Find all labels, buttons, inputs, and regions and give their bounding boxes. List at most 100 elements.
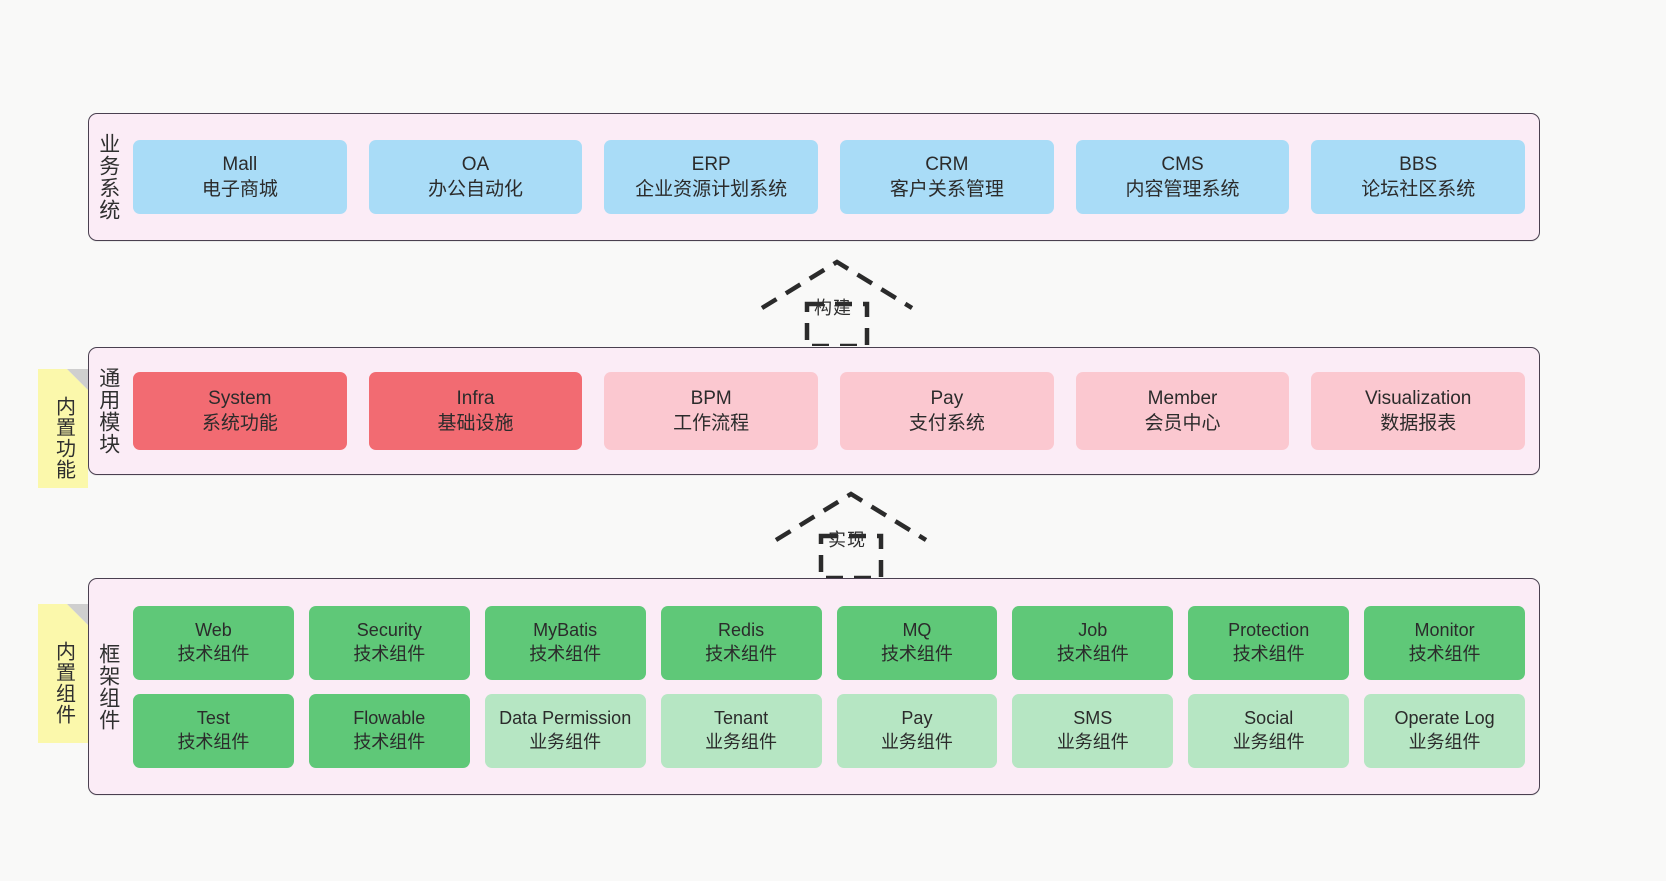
node-test[interactable]: Test 技术组件 xyxy=(133,693,294,768)
node-crm[interactable]: CRM 客户关系管理 xyxy=(840,140,1054,214)
node-title: BPM xyxy=(690,387,732,409)
node-subtitle: 技术组件 xyxy=(880,643,953,664)
node-pay-module[interactable]: Pay 支付系统 xyxy=(840,372,1054,450)
node-title: Job xyxy=(1078,619,1108,640)
node-title: ERP xyxy=(691,153,731,175)
node-subtitle: 技术组件 xyxy=(1056,643,1129,664)
node-operate-log[interactable]: Operate Log 业务组件 xyxy=(1364,693,1525,768)
node-subtitle: 技术组件 xyxy=(529,643,602,664)
node-flowable[interactable]: Flowable 技术组件 xyxy=(308,693,470,768)
node-web[interactable]: Web 技术组件 xyxy=(133,605,294,680)
node-infra[interactable]: Infra 基础设施 xyxy=(368,372,583,450)
node-subtitle: 企业资源计划系统 xyxy=(635,179,788,200)
node-security[interactable]: Security 技术组件 xyxy=(308,605,470,680)
node-title: Web xyxy=(195,619,232,640)
node-subtitle: 数据报表 xyxy=(1380,413,1457,434)
node-subtitle: 技术组件 xyxy=(353,643,426,664)
node-erp[interactable]: ERP 企业资源计划系统 xyxy=(604,140,819,214)
node-job[interactable]: Job 技术组件 xyxy=(1012,605,1174,680)
node-title: BBS xyxy=(1399,153,1438,175)
note-fold-corner-icon xyxy=(67,369,88,390)
node-subtitle: 会员中心 xyxy=(1144,413,1221,434)
node-title: OA xyxy=(461,153,490,175)
node-redis[interactable]: Redis 技术组件 xyxy=(660,605,822,680)
note-label: 内置组件 xyxy=(52,640,75,725)
node-bpm[interactable]: BPM 工作流程 xyxy=(604,372,819,450)
note-builtin-features: 内置功能 xyxy=(38,369,88,488)
node-title: Pay xyxy=(930,387,964,409)
node-title: SMS xyxy=(1073,707,1113,728)
node-subtitle: 论坛社区系统 xyxy=(1361,179,1476,200)
node-subtitle: 技术组件 xyxy=(177,731,250,752)
section-business-systems: 业务系统 Mall 电子商城 OA 办公自动化 ERP 企业资源计划系统 CRM… xyxy=(88,113,1540,241)
node-subtitle: 支付系统 xyxy=(908,413,985,434)
node-tenant[interactable]: Tenant 业务组件 xyxy=(660,693,822,768)
node-pay-component[interactable]: Pay 业务组件 xyxy=(836,693,998,768)
node-subtitle: 电子商城 xyxy=(201,179,278,200)
node-subtitle: 客户关系管理 xyxy=(889,179,1004,200)
row-business-systems: Mall 电子商城 OA 办公自动化 ERP 企业资源计划系统 CRM 客户关系… xyxy=(133,140,1526,214)
node-protection[interactable]: Protection 技术组件 xyxy=(1188,605,1350,680)
node-subtitle: 业务组件 xyxy=(705,731,778,752)
node-title: Infra xyxy=(456,387,495,409)
node-cms[interactable]: CMS 内容管理系统 xyxy=(1075,140,1290,214)
node-title: System xyxy=(208,387,272,409)
node-title: Security xyxy=(356,619,422,640)
node-title: Data Permission xyxy=(499,707,632,728)
section-body-business-systems: Mall 电子商城 OA 办公自动化 ERP 企业资源计划系统 CRM 客户关系… xyxy=(127,114,1539,240)
node-subtitle: 业务组件 xyxy=(1056,731,1129,752)
node-title: Protection xyxy=(1228,619,1310,640)
node-monitor[interactable]: Monitor 技术组件 xyxy=(1364,605,1525,680)
node-mq[interactable]: MQ 技术组件 xyxy=(836,605,998,680)
section-common-modules: 通用模块 System 系统功能 Infra 基础设施 BPM 工作流程 Pay… xyxy=(88,347,1540,475)
node-subtitle: 系统功能 xyxy=(201,413,278,434)
node-title: CRM xyxy=(925,153,969,175)
connector-label-build: 构建 xyxy=(814,298,852,318)
node-title: Visualization xyxy=(1365,387,1472,409)
dashed-generalization-arrow-icon xyxy=(774,491,928,581)
node-subtitle: 办公自动化 xyxy=(428,179,524,200)
node-subtitle: 技术组件 xyxy=(705,643,778,664)
node-title: Social xyxy=(1244,707,1294,728)
node-title: Monitor xyxy=(1414,619,1475,640)
node-visualization[interactable]: Visualization 数据报表 xyxy=(1311,372,1526,450)
node-title: MQ xyxy=(902,619,932,640)
node-member[interactable]: Member 会员中心 xyxy=(1075,372,1290,450)
node-title: Test xyxy=(196,707,230,728)
node-mybatis[interactable]: MyBatis 技术组件 xyxy=(484,605,646,680)
node-mall[interactable]: Mall 电子商城 xyxy=(133,140,347,214)
section-title-framework-components: 框架组件 xyxy=(96,642,120,731)
node-title: Mall xyxy=(222,153,258,175)
node-sms[interactable]: SMS 业务组件 xyxy=(1012,693,1174,768)
node-subtitle: 技术组件 xyxy=(353,731,426,752)
node-system[interactable]: System 系统功能 xyxy=(133,372,347,450)
row-technical-components: Web 技术组件 Security 技术组件 MyBatis 技术组件 Redi… xyxy=(133,605,1525,680)
node-subtitle: 业务组件 xyxy=(880,731,953,752)
section-title-common-modules: 通用模块 xyxy=(96,367,120,455)
row-common-modules: System 系统功能 Infra 基础设施 BPM 工作流程 Pay 支付系统… xyxy=(133,372,1526,450)
node-subtitle: 业务组件 xyxy=(1232,731,1305,752)
node-title: MyBatis xyxy=(533,619,598,640)
note-fold-corner-icon xyxy=(67,604,88,625)
node-social[interactable]: Social 业务组件 xyxy=(1188,693,1350,768)
node-subtitle: 基础设施 xyxy=(437,413,514,434)
node-subtitle: 业务组件 xyxy=(529,731,602,752)
node-oa[interactable]: OA 办公自动化 xyxy=(368,140,583,214)
node-bbs[interactable]: BBS 论坛社区系统 xyxy=(1311,140,1526,214)
connector-implement: 实现 xyxy=(766,488,936,581)
node-subtitle: 技术组件 xyxy=(1408,643,1481,664)
node-subtitle: 技术组件 xyxy=(1232,643,1305,664)
row-business-components: Test 技术组件 Flowable 技术组件 Data Permission … xyxy=(133,693,1525,768)
note-builtin-components: 内置组件 xyxy=(38,604,88,743)
node-subtitle: 内容管理系统 xyxy=(1125,179,1240,200)
node-subtitle: 工作流程 xyxy=(673,413,750,434)
section-body-common-modules: System 系统功能 Infra 基础设施 BPM 工作流程 Pay 支付系统… xyxy=(127,348,1539,474)
node-subtitle: 技术组件 xyxy=(177,643,250,664)
connector-label-implement: 实现 xyxy=(828,530,866,550)
note-label: 内置功能 xyxy=(52,395,75,480)
node-data-permission[interactable]: Data Permission 业务组件 xyxy=(484,693,646,768)
node-subtitle: 业务组件 xyxy=(1408,731,1481,752)
section-title-business-systems: 业务系统 xyxy=(96,133,120,221)
node-title: Pay xyxy=(901,707,933,728)
